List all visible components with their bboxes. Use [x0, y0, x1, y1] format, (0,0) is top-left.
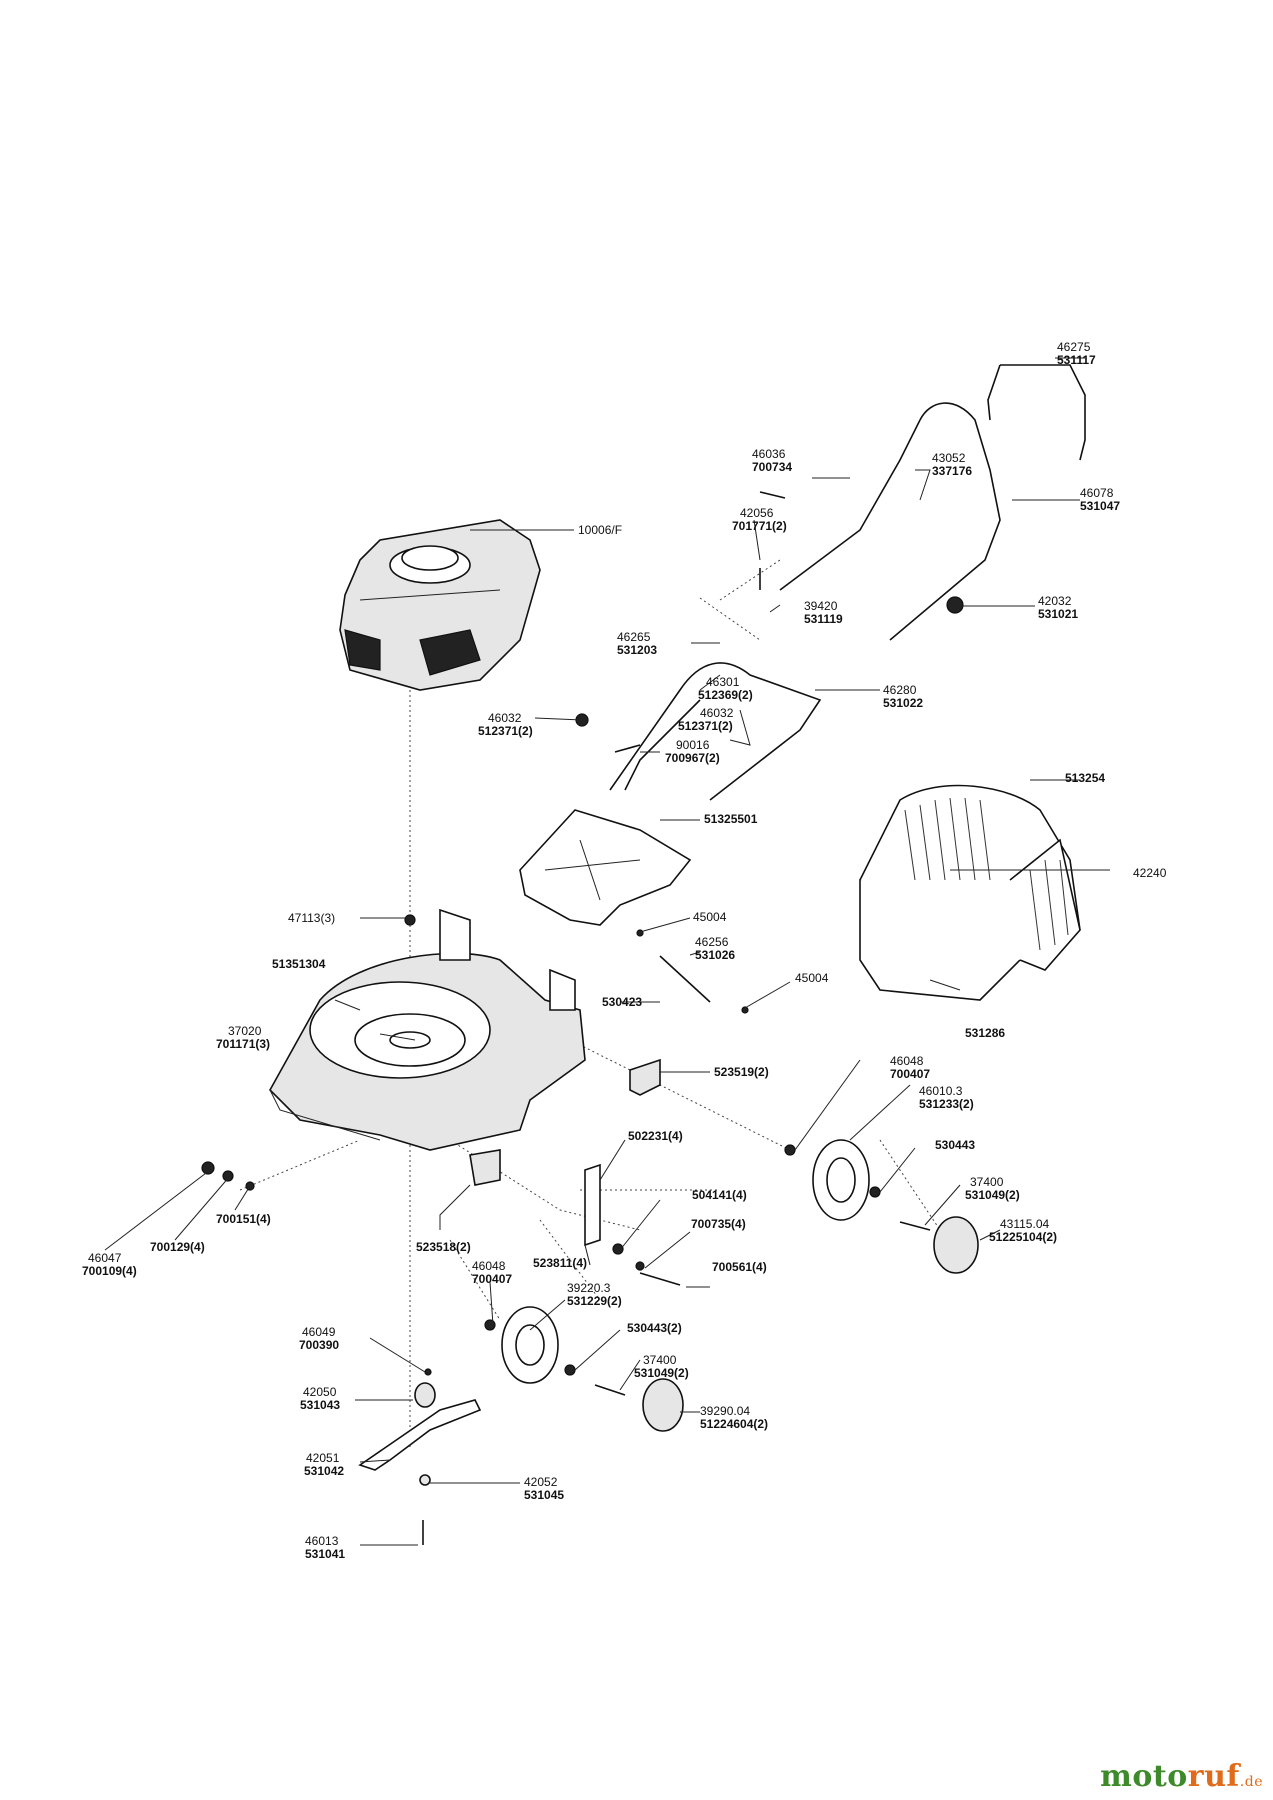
engine-part: [339, 519, 541, 691]
callout-42032-ref: 42032: [1038, 594, 1072, 608]
callout-42050-part: 531043: [300, 1398, 340, 1412]
callout-37400-front-ref: 37400: [970, 1175, 1004, 1189]
callout-46032-left-ref: 46032: [488, 711, 522, 725]
callout-46036-part: 700734: [752, 460, 792, 474]
grass-bag-part: [859, 784, 1081, 1001]
callout-42050-ref: 42050: [303, 1385, 337, 1399]
callout-90016-ref: 90016: [676, 738, 710, 752]
callout-46036-ref: 46036: [752, 447, 786, 461]
callout-46010-ref: 46010.3: [919, 1084, 963, 1098]
callout-513254-part: 513254: [1065, 771, 1105, 785]
logo-part-2: ruf: [1187, 1759, 1240, 1794]
blade-part: [358, 1382, 482, 1471]
callout-46049-part: 700390: [299, 1338, 339, 1352]
small-hardware-parts: [201, 491, 964, 1545]
discharge-flap-part: [519, 809, 692, 926]
callout-46032-left-part: 512371(2): [478, 724, 533, 738]
callout-46013-part: 531041: [305, 1547, 345, 1561]
callout-46275-ref: 46275: [1057, 340, 1091, 354]
bracket-parts: [469, 1058, 661, 1247]
callout-46265-part: 531203: [617, 643, 657, 657]
callout-46265-ref: 46265: [617, 630, 651, 644]
callout-37400-rear-part: 531049(2): [634, 1366, 689, 1380]
callout-46256-part: 531026: [695, 948, 735, 962]
callout-43052-ref: 43052: [932, 451, 966, 465]
callout-46280-ref: 46280: [883, 683, 917, 697]
callout-46047-part: 700109(4): [82, 1264, 137, 1278]
callout-45004-upper-ref: 45004: [693, 910, 727, 924]
callout-523518-part: 523518(2): [416, 1240, 471, 1254]
callout-42051-ref: 42051: [306, 1451, 340, 1465]
callout-45004-lower-ref: 45004: [795, 971, 829, 985]
callout-523519-part: 523519(2): [714, 1065, 769, 1079]
callout-39290-ref: 39290.04: [700, 1404, 750, 1418]
callout-39420-part: 531119: [804, 612, 843, 626]
callout-37400-rear-ref: 37400: [643, 1353, 677, 1367]
logo-suffix: .de: [1239, 1774, 1263, 1790]
callout-46078-ref: 46078: [1080, 486, 1114, 500]
callout-43115-ref: 43115.04: [1000, 1217, 1049, 1231]
callout-700151-part: 700151(4): [216, 1212, 271, 1226]
callout-700129-part: 700129(4): [150, 1240, 205, 1254]
callout-700561-part: 700561(4): [712, 1260, 767, 1274]
callout-46078-part: 531047: [1080, 499, 1120, 513]
callout-42056-part: 701771(2): [732, 519, 787, 533]
callout-42052-part: 531045: [524, 1488, 564, 1502]
callout-47113-ref: 47113(3): [288, 911, 335, 925]
callout-42240-ref: 42240: [1133, 866, 1167, 880]
logo-part-1: moto: [1100, 1759, 1188, 1794]
callout-530443-rear-part: 530443(2): [627, 1321, 682, 1335]
callout-42032-part: 531021: [1038, 607, 1078, 621]
callout-46301-ref: 46301: [706, 675, 740, 689]
callout-530443-front-part: 530443: [935, 1138, 975, 1152]
callout-523811-part: 523811(4): [533, 1256, 587, 1270]
callout-46301-part: 512369(2): [698, 688, 753, 702]
callout-43052-part: 337176: [932, 464, 972, 478]
callout-37020-ref: 37020: [228, 1024, 262, 1038]
callout-46256-ref: 46256: [695, 935, 729, 949]
callout-90016-part: 700967(2): [665, 751, 720, 765]
callout-46275-part: 531117: [1057, 353, 1096, 367]
callout-531286-part: 531286: [965, 1026, 1005, 1040]
callout-10006-ref: 10006/F: [578, 523, 622, 537]
callout-37020-part: 701171(3): [216, 1037, 270, 1051]
callout-46032-right-part: 512371(2): [678, 719, 733, 733]
leader-lines: [104, 357, 1110, 1546]
callout-51351304-part: 51351304: [272, 957, 326, 971]
callout-42052-ref: 42052: [524, 1475, 558, 1489]
callout-46048-front-ref: 46048: [890, 1054, 924, 1068]
part-callouts: 46275 531117 46036 700734 43052 337176 4…: [82, 340, 1167, 1561]
hubcap-parts: [642, 1216, 979, 1432]
callout-46280-part: 531022: [883, 696, 923, 710]
callout-37400-front-part: 531049(2): [965, 1188, 1020, 1202]
site-logo-watermark: motoruf.de: [1100, 1759, 1263, 1794]
callout-39290-part: 51224604(2): [700, 1417, 768, 1431]
callout-46048-rear-ref: 46048: [472, 1259, 506, 1273]
callout-39220-ref: 39220.3: [567, 1281, 611, 1295]
callout-46048-rear-part: 700407: [472, 1272, 512, 1286]
callout-502231-part: 502231(4): [628, 1129, 683, 1143]
callout-700735-part: 700735(4): [691, 1217, 746, 1231]
callout-39420-ref: 39420: [804, 599, 838, 613]
callout-43115-part: 51225104(2): [989, 1230, 1057, 1244]
callout-42051-part: 531042: [304, 1464, 344, 1478]
callout-46032-right-ref: 46032: [700, 706, 734, 720]
callout-39220-part: 531229(2): [567, 1294, 622, 1308]
handle-lower-part: [609, 662, 822, 801]
handle-upper-part: [779, 364, 1086, 641]
callout-504141-part: 504141(4): [692, 1188, 747, 1202]
callout-51325501-part: 51325501: [704, 812, 758, 826]
callout-46047-ref: 46047: [88, 1251, 122, 1265]
callout-42056-ref: 42056: [740, 506, 774, 520]
deck-part: [269, 908, 586, 1151]
callout-46010-part: 531233(2): [919, 1097, 974, 1111]
callout-46048-front-part: 700407: [890, 1067, 930, 1081]
callout-46049-ref: 46049: [302, 1325, 336, 1339]
wheel-front-part: [812, 1139, 870, 1221]
callout-46013-ref: 46013: [305, 1534, 339, 1548]
callout-530423-part: 530423: [602, 995, 642, 1009]
wheel-rear-part: [501, 1306, 559, 1384]
